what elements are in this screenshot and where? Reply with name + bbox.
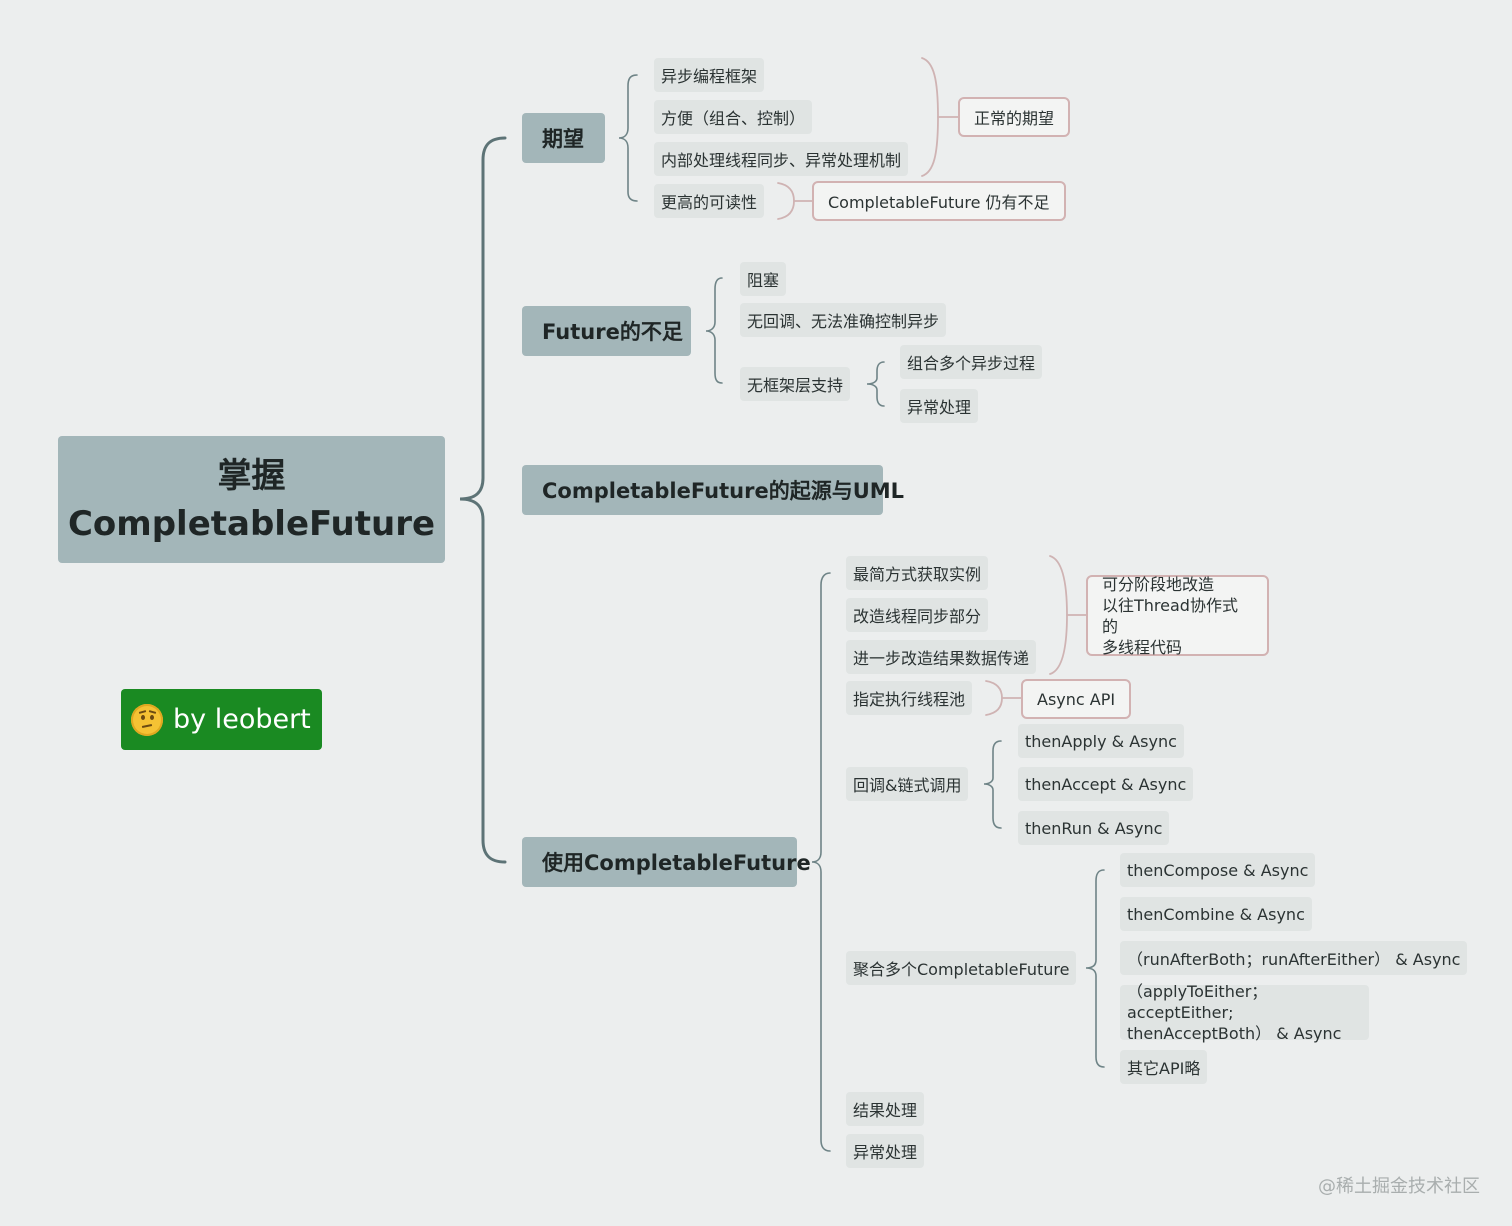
aggregate-apply-accept-line2: thenAcceptBoth） & Async	[1127, 1024, 1342, 1043]
future-lack-no-callback[interactable]: 无回调、无法准确控制异步	[740, 303, 947, 337]
usage-exception-handling[interactable]: 异常处理	[846, 1134, 925, 1168]
summary-async-api[interactable]: Async API	[1021, 679, 1132, 719]
framework-combine-async[interactable]: 组合多个异步过程	[900, 345, 1043, 379]
badge-label: by leobert	[173, 704, 311, 735]
usage-result-handling[interactable]: 结果处理	[846, 1092, 925, 1126]
root-title-line2: CompletableFuture	[67, 503, 436, 544]
branch-usage[interactable]: 使用CompletableFuture	[522, 837, 811, 887]
callback-then-run[interactable]: thenRun & Async	[1018, 811, 1170, 845]
summary-normal-expectation[interactable]: 正常的期望	[958, 97, 1071, 137]
branch-expect[interactable]: 期望	[522, 113, 605, 163]
summary-refactor-line1: 可分阶段地改造	[1102, 574, 1215, 594]
summary-still-lacking[interactable]: CompletableFuture 仍有不足	[812, 181, 1066, 221]
root-node[interactable]: 掌握 CompletableFuture	[58, 436, 445, 563]
aggregate-then-compose[interactable]: thenCompose & Async	[1120, 853, 1316, 887]
expect-item-internal-sync[interactable]: 内部处理线程同步、异常处理机制	[654, 142, 909, 176]
aggregate-then-combine[interactable]: thenCombine & Async	[1120, 897, 1312, 931]
callback-then-accept[interactable]: thenAccept & Async	[1018, 767, 1194, 801]
expect-item-async-framework[interactable]: 异步编程框架	[654, 58, 765, 92]
watermark: @稀土掘金技术社区	[1318, 1176, 1480, 1197]
aggregate-apply-accept[interactable]: （applyToEither；acceptEither; thenAcceptB…	[1120, 982, 1369, 1043]
usage-refactor-sync[interactable]: 改造线程同步部分	[846, 598, 989, 632]
summary-refactor-line3: 多线程代码	[1102, 637, 1183, 657]
summary-refactor-stages[interactable]: 可分阶段地改造 以往Thread协作式的 多线程代码	[1086, 574, 1269, 657]
usage-aggregate[interactable]: 聚合多个CompletableFuture	[846, 951, 1077, 985]
usage-simplest-instance[interactable]: 最简方式获取实例	[846, 556, 989, 590]
expect-item-convenience[interactable]: 方便（组合、控制）	[654, 100, 813, 134]
usage-callback-chain[interactable]: 回调&链式调用	[846, 767, 969, 801]
branch-origin-uml[interactable]: CompletableFuture的起源与UML	[522, 465, 904, 515]
future-lack-no-framework[interactable]: 无框架层支持	[740, 367, 851, 401]
root-title-line1: 掌握	[217, 455, 286, 496]
expect-item-readability[interactable]: 更高的可读性	[654, 184, 765, 218]
usage-thread-pool[interactable]: 指定执行线程池	[846, 681, 973, 715]
confused-face-icon	[131, 703, 163, 736]
framework-exception-handling[interactable]: 异常处理	[900, 389, 979, 423]
future-lack-blocking[interactable]: 阻塞	[740, 262, 787, 296]
usage-refactor-result[interactable]: 进一步改造结果数据传递	[846, 640, 1037, 674]
aggregate-run-after[interactable]: （runAfterBoth；runAfterEither） & Async	[1120, 941, 1468, 975]
aggregate-apply-accept-line1: （applyToEither；acceptEither;	[1127, 982, 1268, 1022]
branch-future-lack[interactable]: Future的不足	[522, 306, 691, 356]
callback-then-apply[interactable]: thenApply & Async	[1018, 724, 1184, 758]
aggregate-other-api[interactable]: 其它API略	[1120, 1050, 1208, 1084]
summary-refactor-line2: 以往Thread协作式的	[1102, 595, 1238, 636]
author-badge: by leobert	[121, 689, 322, 750]
